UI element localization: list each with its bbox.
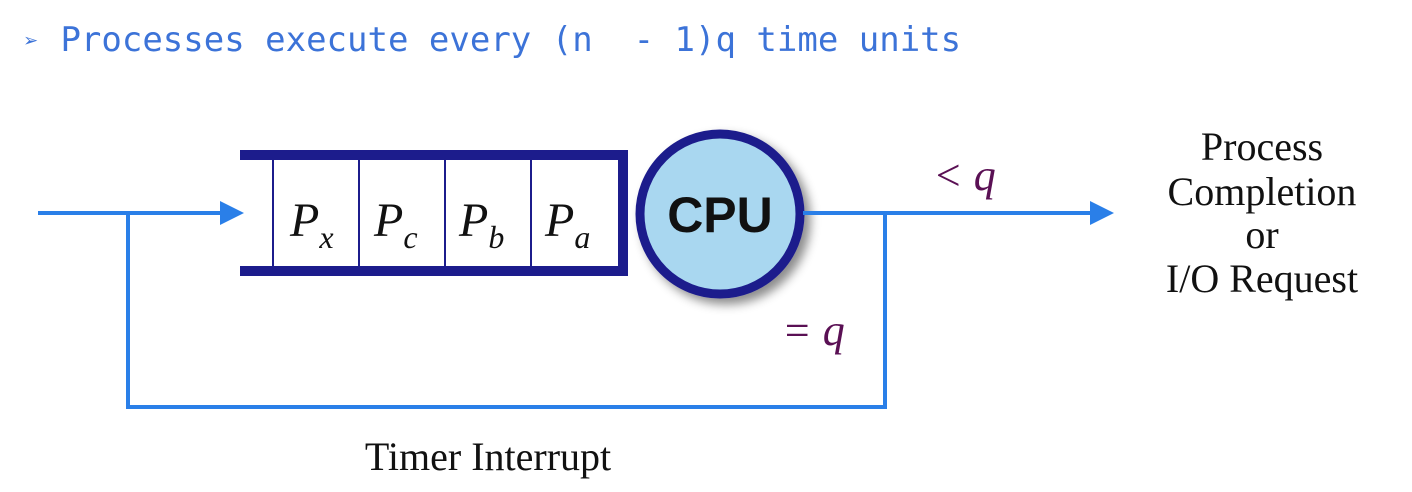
- equal-q-label: = q: [782, 306, 845, 355]
- queue-cell-a: Pa: [544, 194, 590, 255]
- outcome-line-process: Process: [1201, 124, 1323, 169]
- queue-cell-c: Pc: [373, 194, 418, 255]
- bullet-arrow-icon: ➢: [24, 27, 39, 55]
- less-than-q-label: < q: [933, 151, 996, 200]
- timer-interrupt-path: [126, 213, 887, 409]
- outcome-label: Process Completion or I/O Request: [1166, 124, 1358, 301]
- cpu-node: CPU: [635, 129, 805, 299]
- bullet-point: ➢ Processes execute every (n - 1)q time …: [24, 14, 961, 66]
- queue-cell-x: Px: [289, 194, 334, 255]
- ready-queue: Px Pc Pb Pa: [240, 150, 628, 276]
- outcome-line-completion: Completion: [1168, 169, 1357, 214]
- queue-cell-b: Pb: [458, 194, 504, 255]
- outcome-line-io-request: I/O Request: [1166, 256, 1358, 301]
- cpu-label: CPU: [667, 187, 773, 243]
- outcome-line-or: or: [1245, 212, 1278, 257]
- bullet-text: Processes execute every (n - 1)q time un…: [60, 20, 962, 60]
- timer-interrupt-label: Timer Interrupt: [365, 434, 611, 479]
- cpu-circle: [635, 129, 805, 299]
